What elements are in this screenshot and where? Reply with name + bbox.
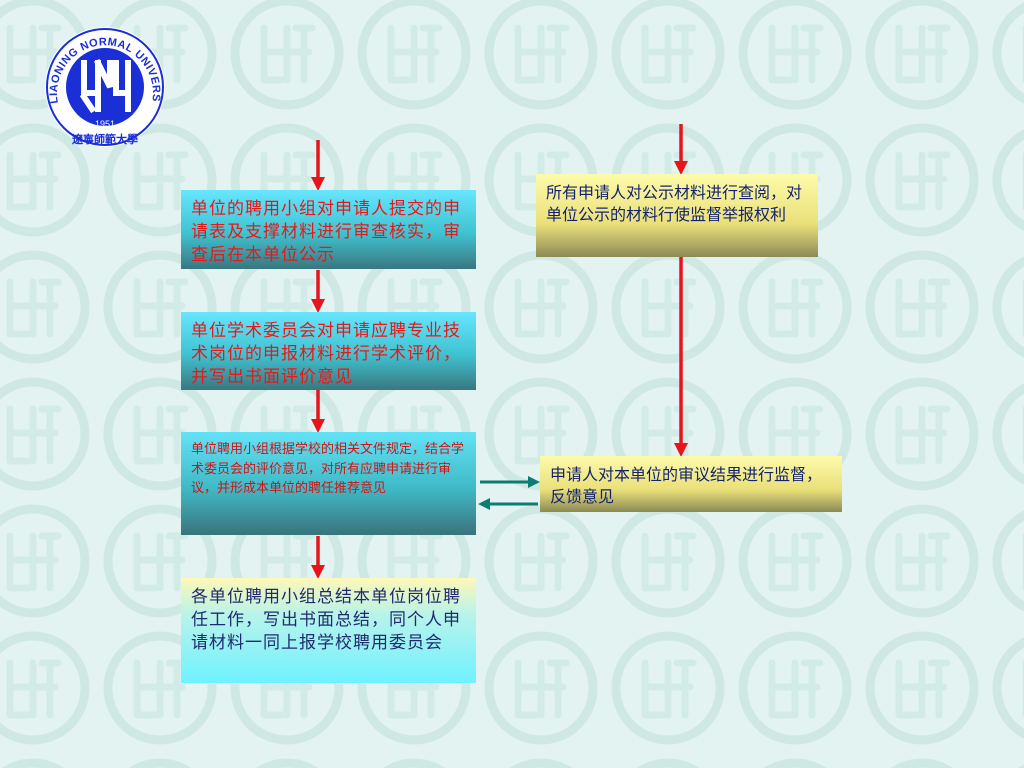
- box-inspect-text: 所有申请人对公示材料进行查阅，对单位公示的材料行使监督举报权利: [546, 183, 803, 224]
- box-supervise-feedback: 申请人对本单位的审议结果进行监督，反馈意见: [540, 456, 842, 512]
- box-review-recommend: 单位聘用小组根据学校的相关文件规定，结合学术委员会的评价意见，对所有应聘申请进行…: [181, 432, 476, 535]
- box-academic-evaluation: 单位学术委员会对申请应聘专业技术岗位的申报材料进行学术评价，并写出书面评价意见: [181, 312, 476, 390]
- box-academic-text: 单位学术委员会对申请应聘专业技术岗位的申报材料进行学术评价，并写出书面评价意见: [191, 321, 461, 387]
- box-inspect-materials: 所有申请人对公示材料进行查阅，对单位公示的材料行使监督举报权利: [536, 174, 818, 257]
- logo-year: 1951: [95, 119, 115, 129]
- box-verify-materials: 单位的聘用小组对申请人提交的申请表及支撑材料进行审查核实，审查后在本单位公示: [181, 190, 476, 269]
- university-logo: LIAONING NORMAL UNIVERSITY 1951 遼寧師範大學: [40, 27, 165, 147]
- box-review-text: 单位聘用小组根据学校的相关文件规定，结合学术委员会的评价意见，对所有应聘申请进行…: [191, 442, 465, 496]
- logo-name-cn: 遼寧師範大學: [72, 132, 138, 146]
- box-summary-report: 各单位聘用小组总结本单位岗位聘任工作，写出书面总结，同个人申请材料一同上报学校聘…: [181, 578, 476, 683]
- box-supervise-text: 申请人对本单位的审议结果进行监督，反馈意见: [550, 465, 823, 506]
- box-summary-text: 各单位聘用小组总结本单位岗位聘任工作，写出书面总结，同个人申请材料一同上报学校聘…: [191, 587, 461, 653]
- box-verify-text: 单位的聘用小组对申请人提交的申请表及支撑材料进行审查核实，审查后在本单位公示: [191, 199, 461, 265]
